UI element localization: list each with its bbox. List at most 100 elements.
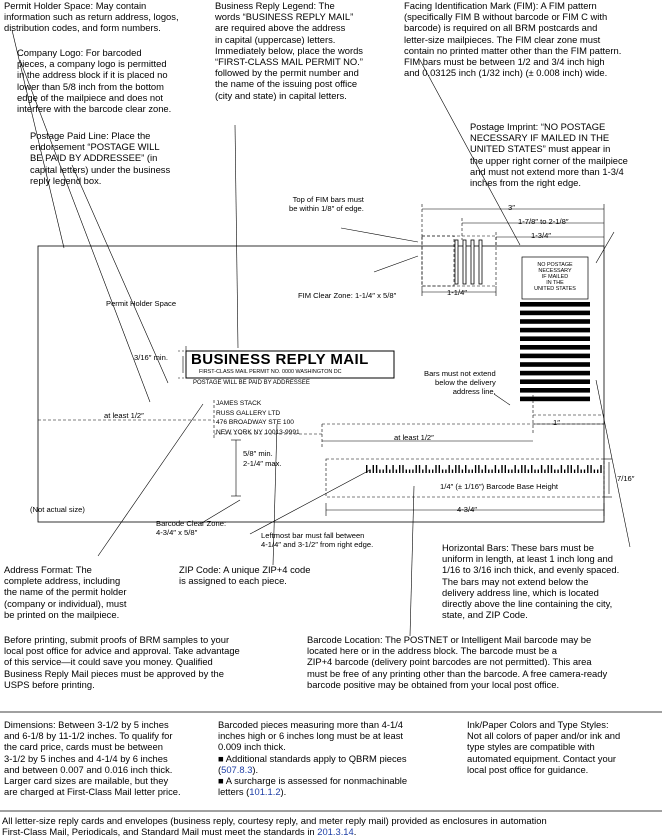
barcode-bar — [547, 465, 549, 473]
barcode-bar — [432, 469, 434, 473]
annotation-line: information such as return address, logo… — [4, 11, 179, 23]
leftmost-bar-note: Leftmost bar must fall between 4-1/4″ an… — [261, 531, 373, 549]
annotation-line: Permit Holder Space: May contain — [4, 0, 147, 11]
dim-2-1-4-max: 2-1/4″ max. — [243, 459, 282, 468]
address-line: 476 BROADWAY STE 100 — [216, 419, 294, 427]
not-actual-size: (Not actual size) — [30, 505, 85, 514]
annotation-line: ZIP Code: A unique ZIP+4 code — [179, 564, 311, 575]
barcode-bar — [412, 469, 414, 473]
annotation-line: is assigned to each piece. — [179, 575, 287, 587]
annotation-barcode-location: Barcode Location: The POSTNET or Intelli… — [307, 634, 607, 690]
barcode-bar — [415, 465, 417, 473]
annotation-line: The bars may not extend below the — [442, 575, 589, 587]
postage-will-be-paid: POSTAGE WILL BE PAID BY ADDRESSEE — [193, 380, 310, 386]
footer-line: and 6-1/8 by 11-1/2 inches. To qualify f… — [4, 730, 173, 742]
barcode-bar — [593, 469, 596, 473]
barcode-bar — [471, 469, 473, 473]
annotation-line: UNITED STATES” must appear in — [470, 143, 611, 155]
barcode-bar — [527, 469, 530, 473]
note-line: Bars must not extend — [424, 369, 496, 378]
annotation-line: edge of the mailpiece and does not — [17, 91, 163, 103]
horizontal-bar — [520, 345, 590, 350]
note-line: 4-1/4″ and 3-1/2″ from right edge. — [261, 540, 374, 549]
horizontal-bar — [520, 379, 590, 384]
fim-clear-zone — [421, 235, 497, 287]
barcode-bar — [494, 465, 497, 473]
annotation-line: lower than 5/8 inch from the bottom — [17, 80, 164, 92]
annotation-line: followed by the permit number and — [215, 67, 359, 79]
horizontal-bar — [520, 370, 590, 376]
annotation-line: Company Logo: For barcoded — [17, 47, 142, 58]
footer-line: automated equipment. Contact your — [467, 752, 617, 764]
annotation-line: Address Format: The — [4, 564, 92, 575]
footer-line: Dimensions: Between 3-1/2 by 5 inches — [4, 719, 169, 730]
annotation-line: 1/16 to 3/16 inch thick, and evenly spac… — [442, 564, 620, 576]
barcode-bar — [395, 469, 398, 473]
horizontal-bars — [520, 302, 590, 402]
barcode-bar — [580, 469, 582, 473]
footer-line: 3-1/2 by 5 inches and 4-1/4 by 6 inches — [4, 752, 168, 764]
link-507-8-3[interactable]: 507.8.3 — [221, 763, 253, 775]
barcode-bar — [587, 465, 589, 473]
footer-line: First-Class Mail, Periodicals, and Stand… — [2, 826, 357, 838]
barcode-bar — [557, 469, 559, 473]
footer-line: ■ A surcharge is assessed for nonmachina… — [218, 775, 407, 786]
dim-1-7-8-label: 1-7/8″ to 2-1/8″ — [518, 217, 569, 226]
annotation-line: reply legend box. — [30, 174, 102, 186]
annotation-line: Barcode Location: The POSTNET or Intelli… — [307, 634, 592, 645]
barcode-bar — [392, 465, 394, 473]
annotation-line: Horizontal Bars: These bars must be — [442, 542, 594, 553]
note-line: Top of FIM bars must — [292, 195, 364, 204]
annotation-line: Postage Paid Line: Place the — [30, 130, 151, 141]
footer-barcoded-pieces: Barcoded pieces measuring more than 4-1/… — [218, 719, 407, 797]
barcode-bar — [451, 469, 454, 473]
dim-7-16: 7/16″ — [617, 474, 635, 483]
postnet-barcode — [366, 465, 602, 473]
barcode-bar — [399, 465, 401, 473]
annotation-line: and must not extend more than 1-3/4 — [470, 165, 624, 177]
footer-line: Not all colors of paper and/or ink and — [467, 730, 621, 742]
annotation-line: FIM bars must be between 1/2 and 3/4 inc… — [404, 56, 605, 68]
note-line: below the delivery — [434, 378, 496, 387]
dim-3-16-label: 3/16″ min. — [134, 353, 168, 362]
barcode-bar — [498, 469, 500, 473]
annotation-line: Before printing, submit proofs of BRM sa… — [4, 634, 230, 645]
annotation-line: Immediately below, place the words — [215, 44, 363, 56]
link-101-1-2[interactable]: 101.1.2 — [249, 786, 281, 798]
footer-line: Larger card sizes are mailable, but they — [4, 775, 169, 787]
link-201-3-14[interactable]: 201.3.14 — [317, 826, 354, 838]
fim-clear-zone-label: FIM Clear Zone: 1-1/4″ x 5/8″ — [298, 291, 397, 300]
annotation-line: words “BUSINESS REPLY MAIL” — [215, 11, 354, 23]
barcode-bar — [540, 465, 543, 473]
no-postage-line: NECESSARY — [538, 268, 572, 274]
annotation-line: in capital (uppercase) letters. — [215, 33, 336, 45]
footer-line: and between 0.007 and 0.016 inch thick. — [4, 763, 173, 775]
annotation-line: “FIRST-CLASS MAIL PERMIT NO.” — [215, 56, 363, 68]
annotation-line: capital letters) under the business — [30, 163, 171, 175]
annotation-address-format: Address Format: The complete address, in… — [4, 564, 126, 620]
barcode-bar — [405, 469, 407, 473]
barcode-bar — [590, 465, 592, 473]
annotation-line: local post office for advice and approva… — [4, 645, 240, 657]
barcode-bar — [379, 469, 381, 473]
bullet-qbrm: ■ Additional standards apply to QBRM pie… — [218, 752, 407, 764]
annotation-permit-holder-space: Permit Holder Space: May contain informa… — [4, 0, 179, 34]
address-line: RUSS GALLERY LTD — [216, 409, 281, 417]
barcode-bar — [577, 465, 579, 473]
address-line: NEW YORK NY 10013-9991 — [216, 428, 300, 436]
at-least-half-left: at least 1/2″ — [104, 411, 144, 420]
footer-line: type styles are compatible with — [467, 741, 595, 753]
barcode-bar — [461, 469, 464, 473]
barcode-bar — [435, 465, 437, 473]
annotation-line: (company or individual), must — [4, 597, 127, 609]
barcode-bar — [474, 465, 477, 473]
barcode-bar — [537, 469, 539, 473]
barcode-bar — [507, 469, 510, 473]
annotation-line: Postage Imprint: “NO POSTAGE — [470, 121, 606, 132]
annotation-line: in the address block if it is placed no — [17, 69, 168, 81]
barcode-bar — [544, 469, 546, 473]
horizontal-bar — [520, 353, 590, 359]
footer-line: inches high or 6 inches long must be at … — [218, 730, 404, 742]
annotation-horizontal-bars: Horizontal Bars: These bars must be unif… — [442, 542, 619, 620]
footer-bottom-note: All letter-size reply cards and envelope… — [2, 815, 547, 837]
